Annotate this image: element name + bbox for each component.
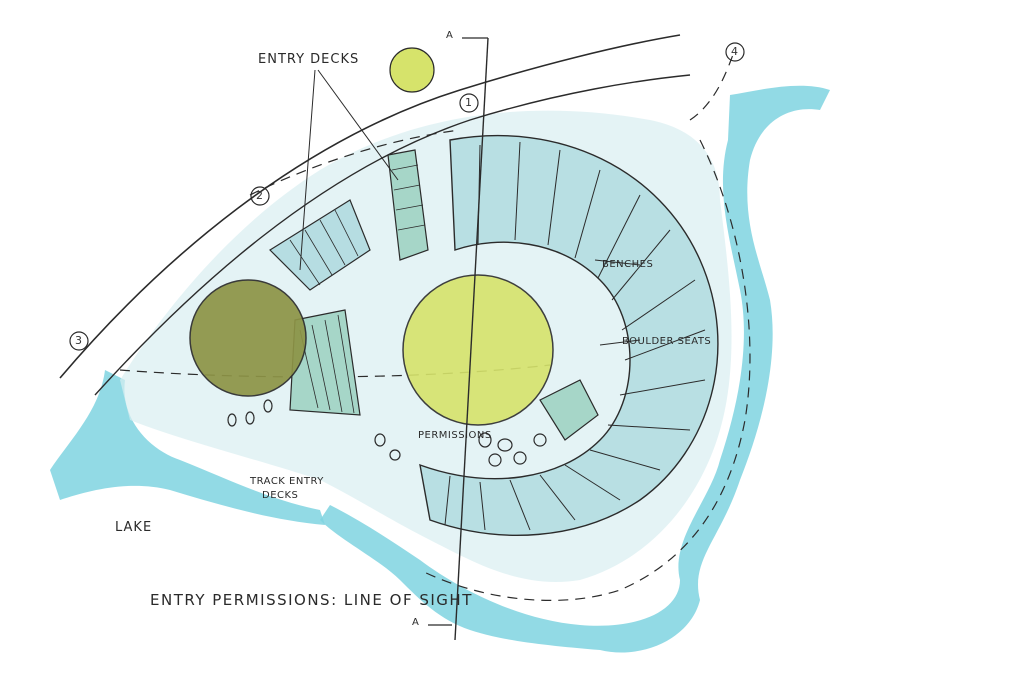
label-entry-decks: ENTRY DECKS [258, 52, 360, 67]
label-boulder-seats: BOULDER SEATS [622, 336, 712, 347]
label-track-entry-1: TRACK ENTRY [250, 476, 324, 487]
marker-1: 1 [465, 96, 472, 109]
marker-2: 2 [256, 189, 263, 202]
marker-1-circle [459, 93, 479, 113]
lake-edge-right [320, 85, 830, 653]
lake-edge-left [50, 370, 325, 525]
marker-3: 3 [75, 334, 82, 347]
section-label-bottom: A [412, 617, 420, 628]
label-lake: LAKE [115, 520, 153, 535]
tree-large-yellow [402, 274, 554, 426]
entry-deck-left [269, 199, 371, 291]
label-permissions-note: PERMISSIONS [418, 430, 492, 441]
marker-2-circle [250, 186, 270, 206]
entry-deck-right [539, 379, 599, 441]
section-line [454, 37, 489, 641]
seating-rows [444, 141, 706, 531]
marker-4: 4 [731, 45, 738, 58]
boulder-seats [227, 399, 547, 467]
seating-ring [419, 134, 719, 536]
tree-small [389, 47, 435, 93]
label-track-entry-2: DECKS [262, 490, 299, 501]
road-edge-outer [59, 34, 681, 379]
diagram-title: ENTRY PERMISSIONS: LINE OF SIGHT [150, 591, 473, 609]
track-entry-deck [289, 309, 361, 416]
marker-4-circle [725, 42, 745, 62]
marker-3-circle [69, 331, 89, 351]
entry-deck-upper [387, 149, 429, 261]
tree-large-olive [189, 279, 307, 397]
label-benches: BENCHES [602, 259, 654, 270]
section-label-top: A [446, 30, 454, 41]
leader-lines [299, 69, 641, 346]
